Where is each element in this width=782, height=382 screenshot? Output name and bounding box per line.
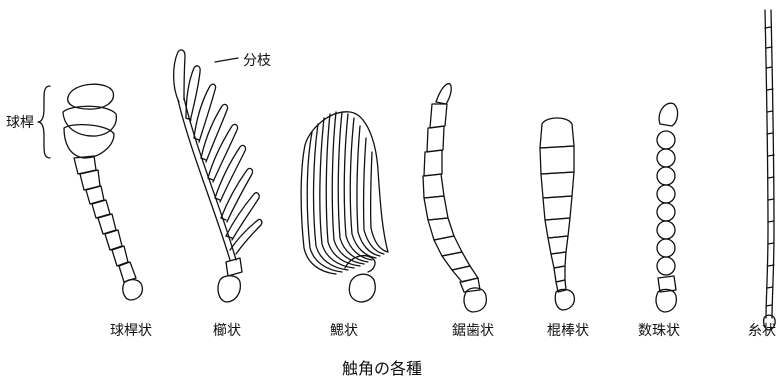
figure-caption: 触角の各種: [342, 355, 422, 379]
label-moniliform: 数珠状: [638, 320, 680, 340]
antenna-capitate: [63, 84, 142, 300]
capitate-bulb-segment: [68, 84, 114, 109]
bulb-annotation-label: 球桿: [6, 112, 34, 132]
branch-annotation-label: 分枝: [243, 50, 271, 70]
pectinate-base: [226, 258, 242, 276]
antenna-serrate: [423, 84, 486, 312]
antenna-filiform: [764, 10, 776, 330]
lamellate-base: [349, 274, 375, 302]
label-clavate: 棍棒状: [547, 320, 589, 340]
pectinate-branch: [194, 84, 216, 142]
label-pectinate: 櫛状: [213, 320, 241, 340]
antenna-pectinate: [174, 50, 262, 302]
capitate-bulb-segment: [63, 106, 116, 136]
pectinate-branch: [201, 104, 228, 162]
pectinate-branch: [230, 219, 262, 254]
moniliform-base: [656, 289, 676, 312]
label-serrate: 鋸歯状: [452, 320, 494, 340]
capitate-base: [123, 280, 143, 300]
antenna-clavate: [540, 118, 574, 310]
pectinate-base: [218, 276, 240, 302]
bulb-brace: [38, 86, 50, 158]
antenna-lamellate: [301, 112, 388, 302]
label-lamellate: 鰓状: [330, 320, 358, 340]
label-capitate: 球桿状: [110, 320, 152, 340]
antenna-moniliform: [656, 103, 678, 312]
branch-leader-line: [215, 58, 238, 62]
pectinate-branch: [174, 50, 185, 102]
label-filiform: 糸状: [748, 320, 776, 340]
